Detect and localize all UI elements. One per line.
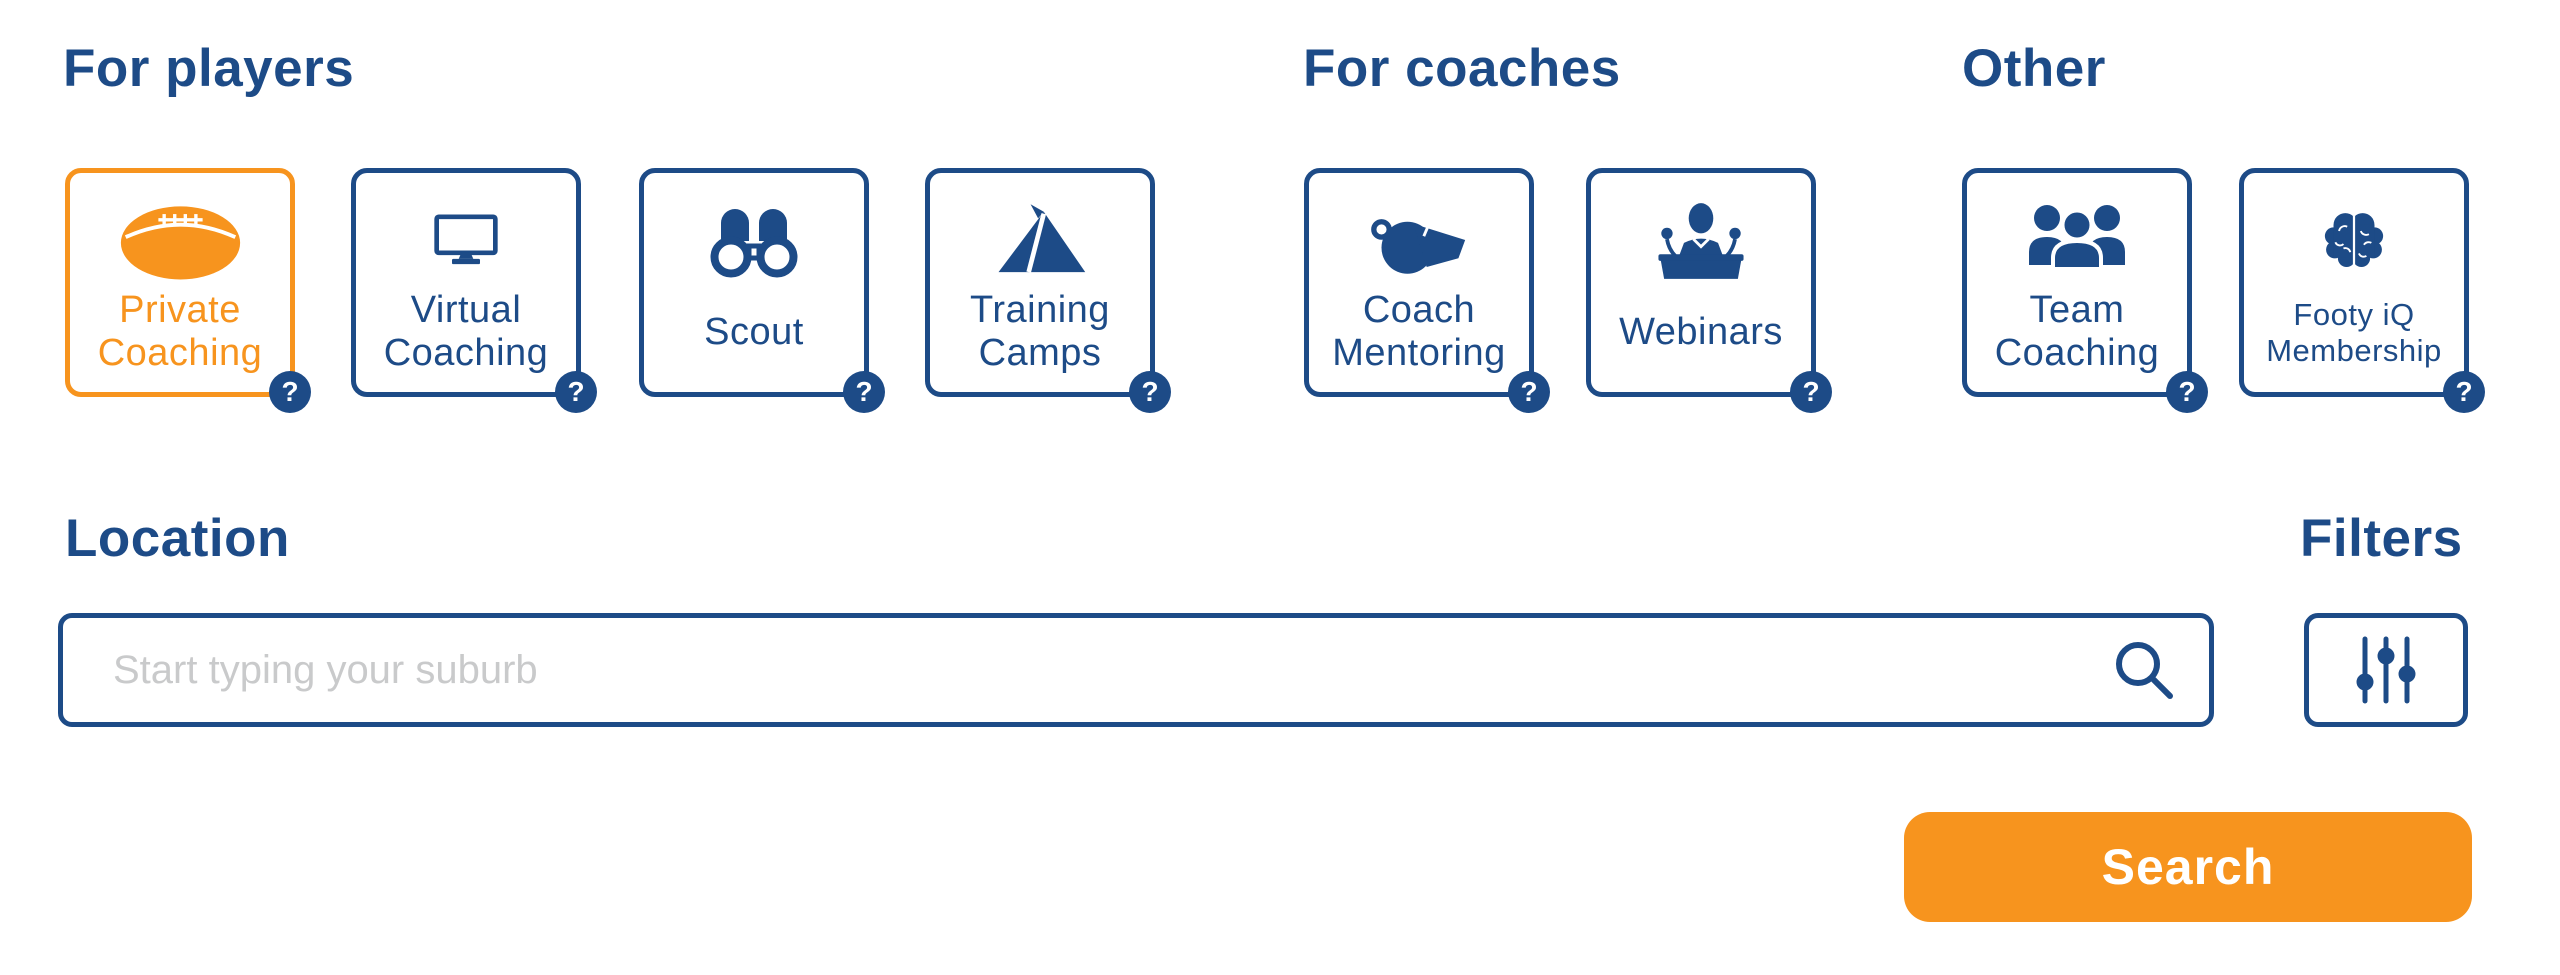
help-badge[interactable]: ?	[555, 371, 597, 413]
filters-title: Filters	[2300, 509, 2463, 568]
help-badge[interactable]: ?	[1129, 371, 1171, 413]
help-badge[interactable]: ?	[2443, 371, 2485, 413]
card-label: Virtual Coaching	[383, 288, 549, 375]
suburb-search-field	[58, 613, 2214, 727]
card-scout[interactable]: Scout ?	[639, 168, 885, 413]
card-label: Private Coaching	[97, 288, 263, 375]
search-button[interactable]: Search	[1904, 812, 2472, 922]
card-label: Training Camps	[970, 288, 1110, 375]
speaker-podium-icon	[1649, 193, 1753, 289]
suburb-search-input[interactable]	[58, 613, 2214, 727]
search-icon[interactable]	[2112, 638, 2176, 702]
card-label: Webinars	[1619, 310, 1783, 353]
help-badge[interactable]: ?	[1508, 371, 1550, 413]
sliders-icon	[2356, 636, 2416, 704]
card-label: Scout	[704, 310, 804, 353]
card-training-camps[interactable]: Training Camps ?	[925, 168, 1171, 413]
tent-icon	[991, 193, 1089, 289]
section-title-for-coaches: For coaches	[1303, 39, 1621, 98]
help-badge[interactable]: ?	[843, 371, 885, 413]
card-private-coaching[interactable]: Private Coaching ?	[65, 168, 311, 413]
section-title-other: Other	[1962, 39, 2106, 98]
card-label: Coach Mentoring	[1332, 288, 1506, 375]
card-webinars[interactable]: Webinars ?	[1586, 168, 1832, 413]
card-coach-mentoring[interactable]: Coach Mentoring ?	[1304, 168, 1550, 413]
help-badge[interactable]: ?	[2166, 371, 2208, 413]
binoculars-icon	[704, 193, 804, 289]
card-label: Footy iQ Membership	[2266, 296, 2442, 368]
card-virtual-coaching[interactable]: Virtual Coaching ?	[351, 168, 597, 413]
whistle-icon	[1369, 193, 1469, 289]
section-title-for-players: For players	[63, 39, 355, 98]
card-label: Team Coaching	[1994, 288, 2160, 375]
team-icon	[2022, 193, 2132, 289]
help-badge[interactable]: ?	[1790, 371, 1832, 413]
brain-icon	[2323, 193, 2385, 289]
card-team-coaching[interactable]: Team Coaching ?	[1962, 168, 2208, 413]
filters-button[interactable]	[2304, 613, 2468, 727]
monitor-icon	[434, 193, 498, 289]
footy-ball-icon	[118, 193, 243, 289]
card-footy-iq-membership[interactable]: Footy iQ Membership ?	[2239, 168, 2485, 413]
location-title: Location	[65, 509, 290, 568]
help-badge[interactable]: ?	[269, 371, 311, 413]
